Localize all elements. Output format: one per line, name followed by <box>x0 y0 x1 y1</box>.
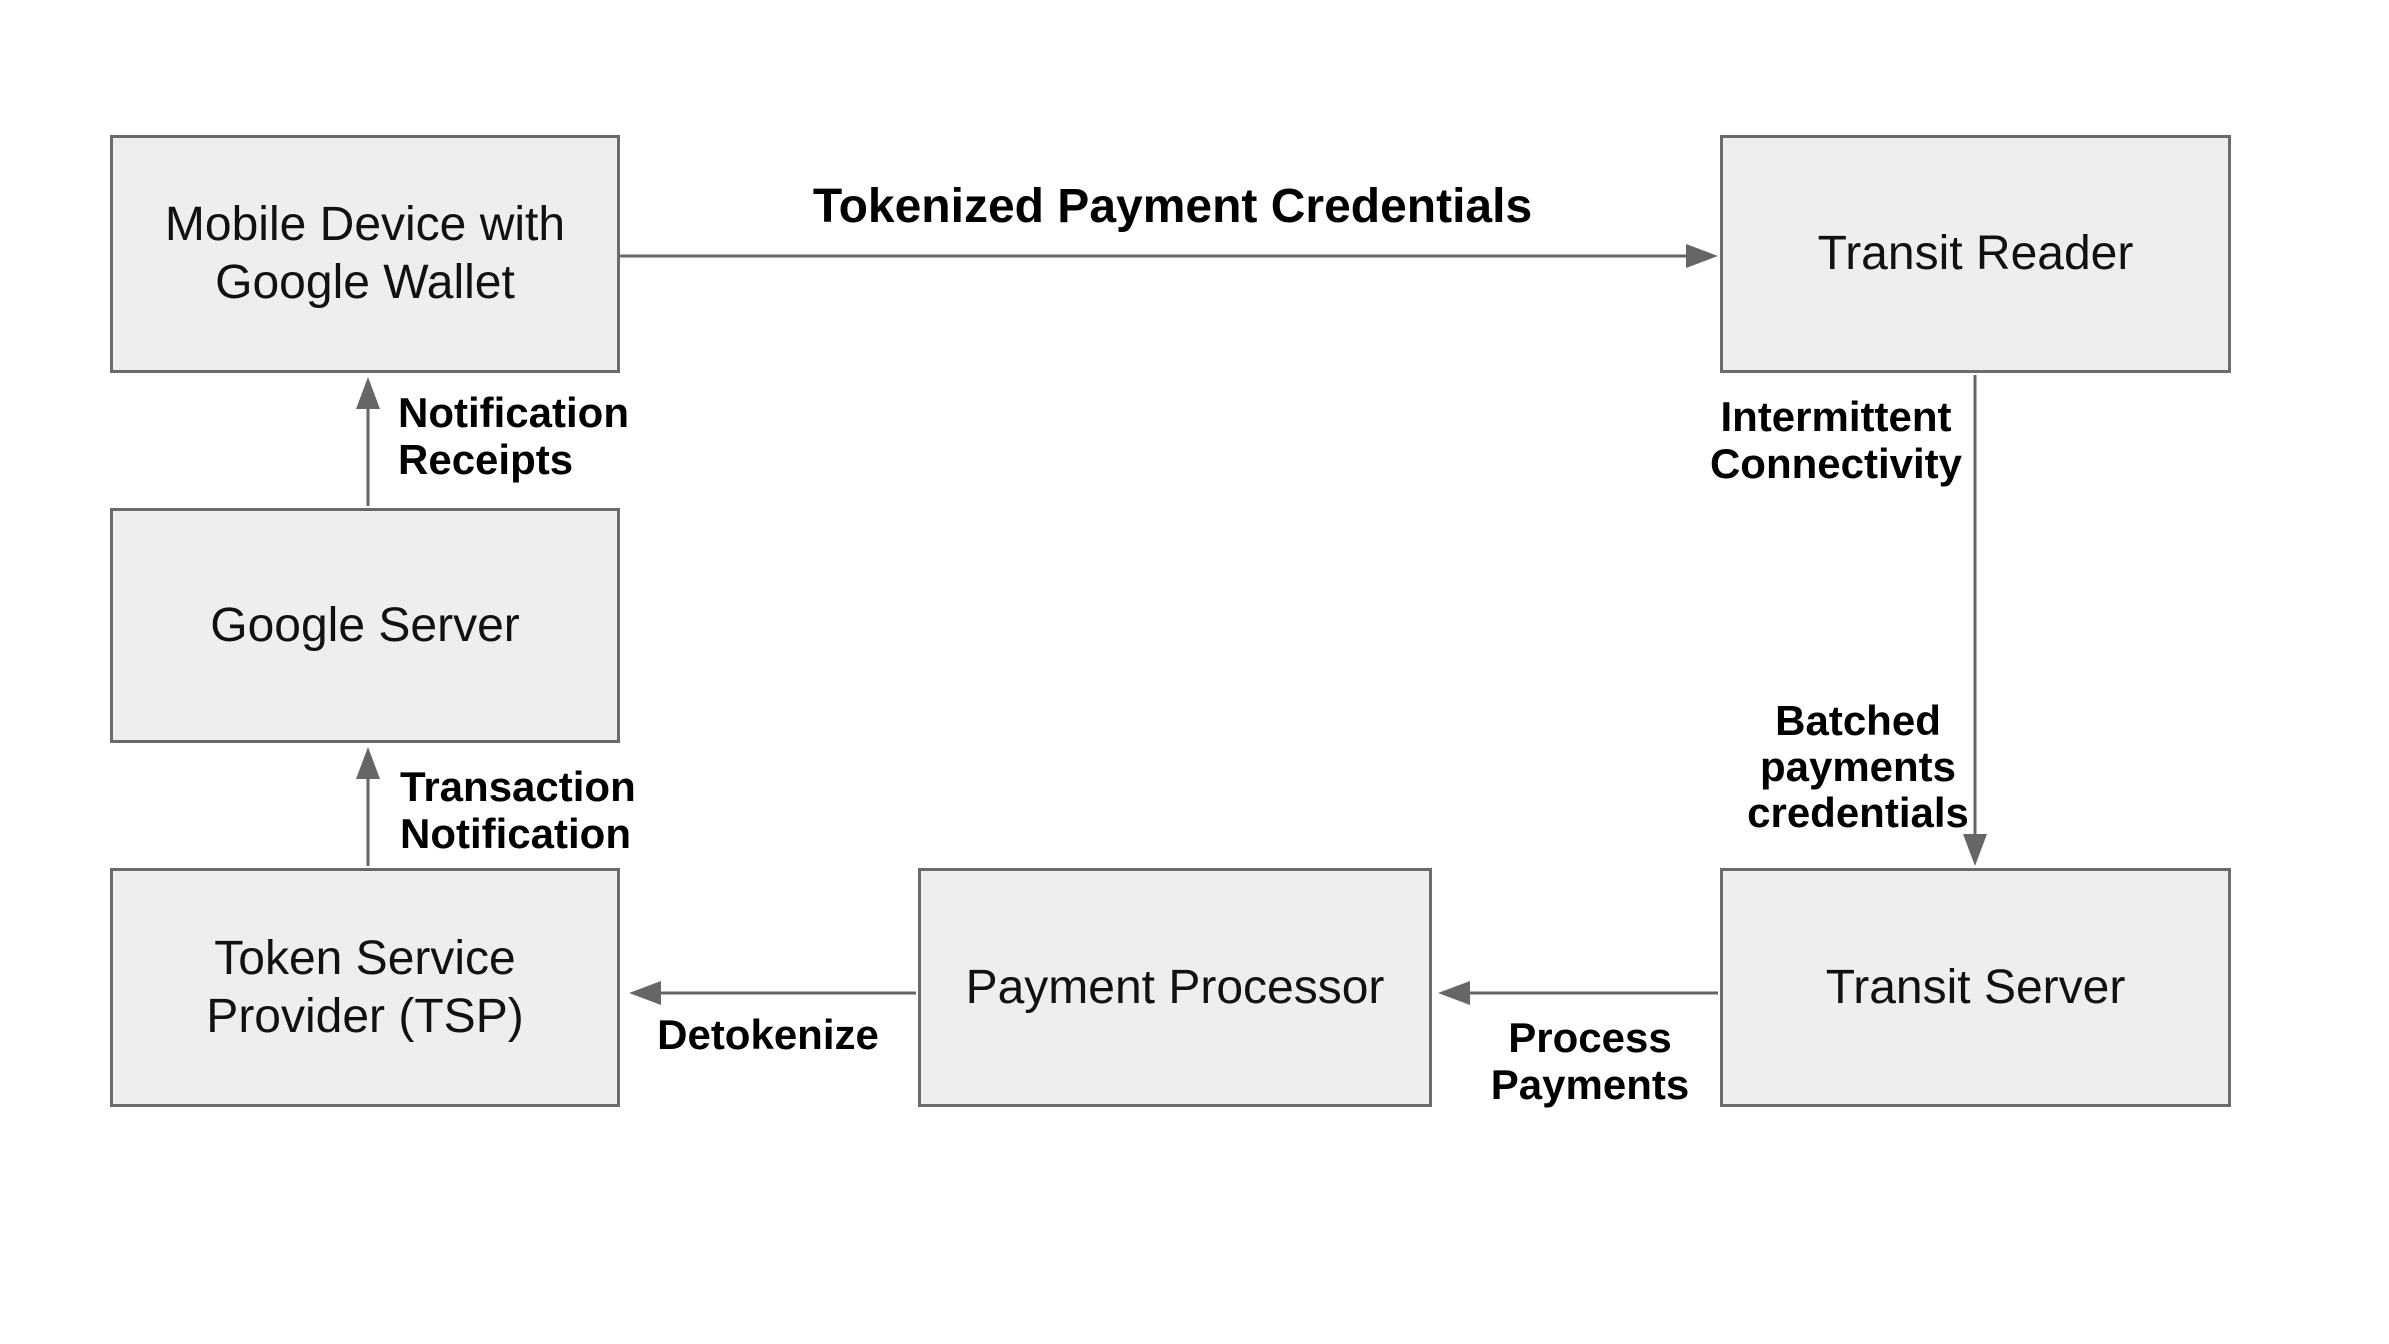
edge-label-process-payments: Process Payments <box>1490 1014 1690 1108</box>
edge-process-payments-arrow <box>1438 981 1718 1005</box>
edge-label-transaction-notification: Transaction Notification <box>400 763 636 857</box>
edge-transaction-notification-arrow <box>356 747 380 866</box>
node-google-server: Google Server <box>110 508 620 743</box>
edge-tokenized-arrow <box>620 244 1718 268</box>
node-transit-reader: Transit Reader <box>1720 135 2231 373</box>
node-payment-processor: Payment Processor <box>918 868 1432 1107</box>
edge-label-detokenize: Detokenize <box>657 1011 879 1058</box>
node-mobile-device-google-wallet: Mobile Device with Google Wallet <box>110 135 620 373</box>
edge-notification-receipts-arrow <box>356 377 380 506</box>
edge-label-intermittent-connectivity: Intermittent Connectivity <box>1709 393 1963 487</box>
node-token-service-provider: Token Service Provider (TSP) <box>110 868 620 1107</box>
edge-label-notification-receipts: Notification Receipts <box>398 389 629 483</box>
node-transit-server: Transit Server <box>1720 868 2231 1107</box>
edge-label-tokenized-payment-credentials: Tokenized Payment Credentials <box>812 180 1533 233</box>
edge-label-batched-payments-credentials: Batched payments credentials <box>1747 697 1969 836</box>
edge-detokenize-arrow <box>629 981 916 1005</box>
